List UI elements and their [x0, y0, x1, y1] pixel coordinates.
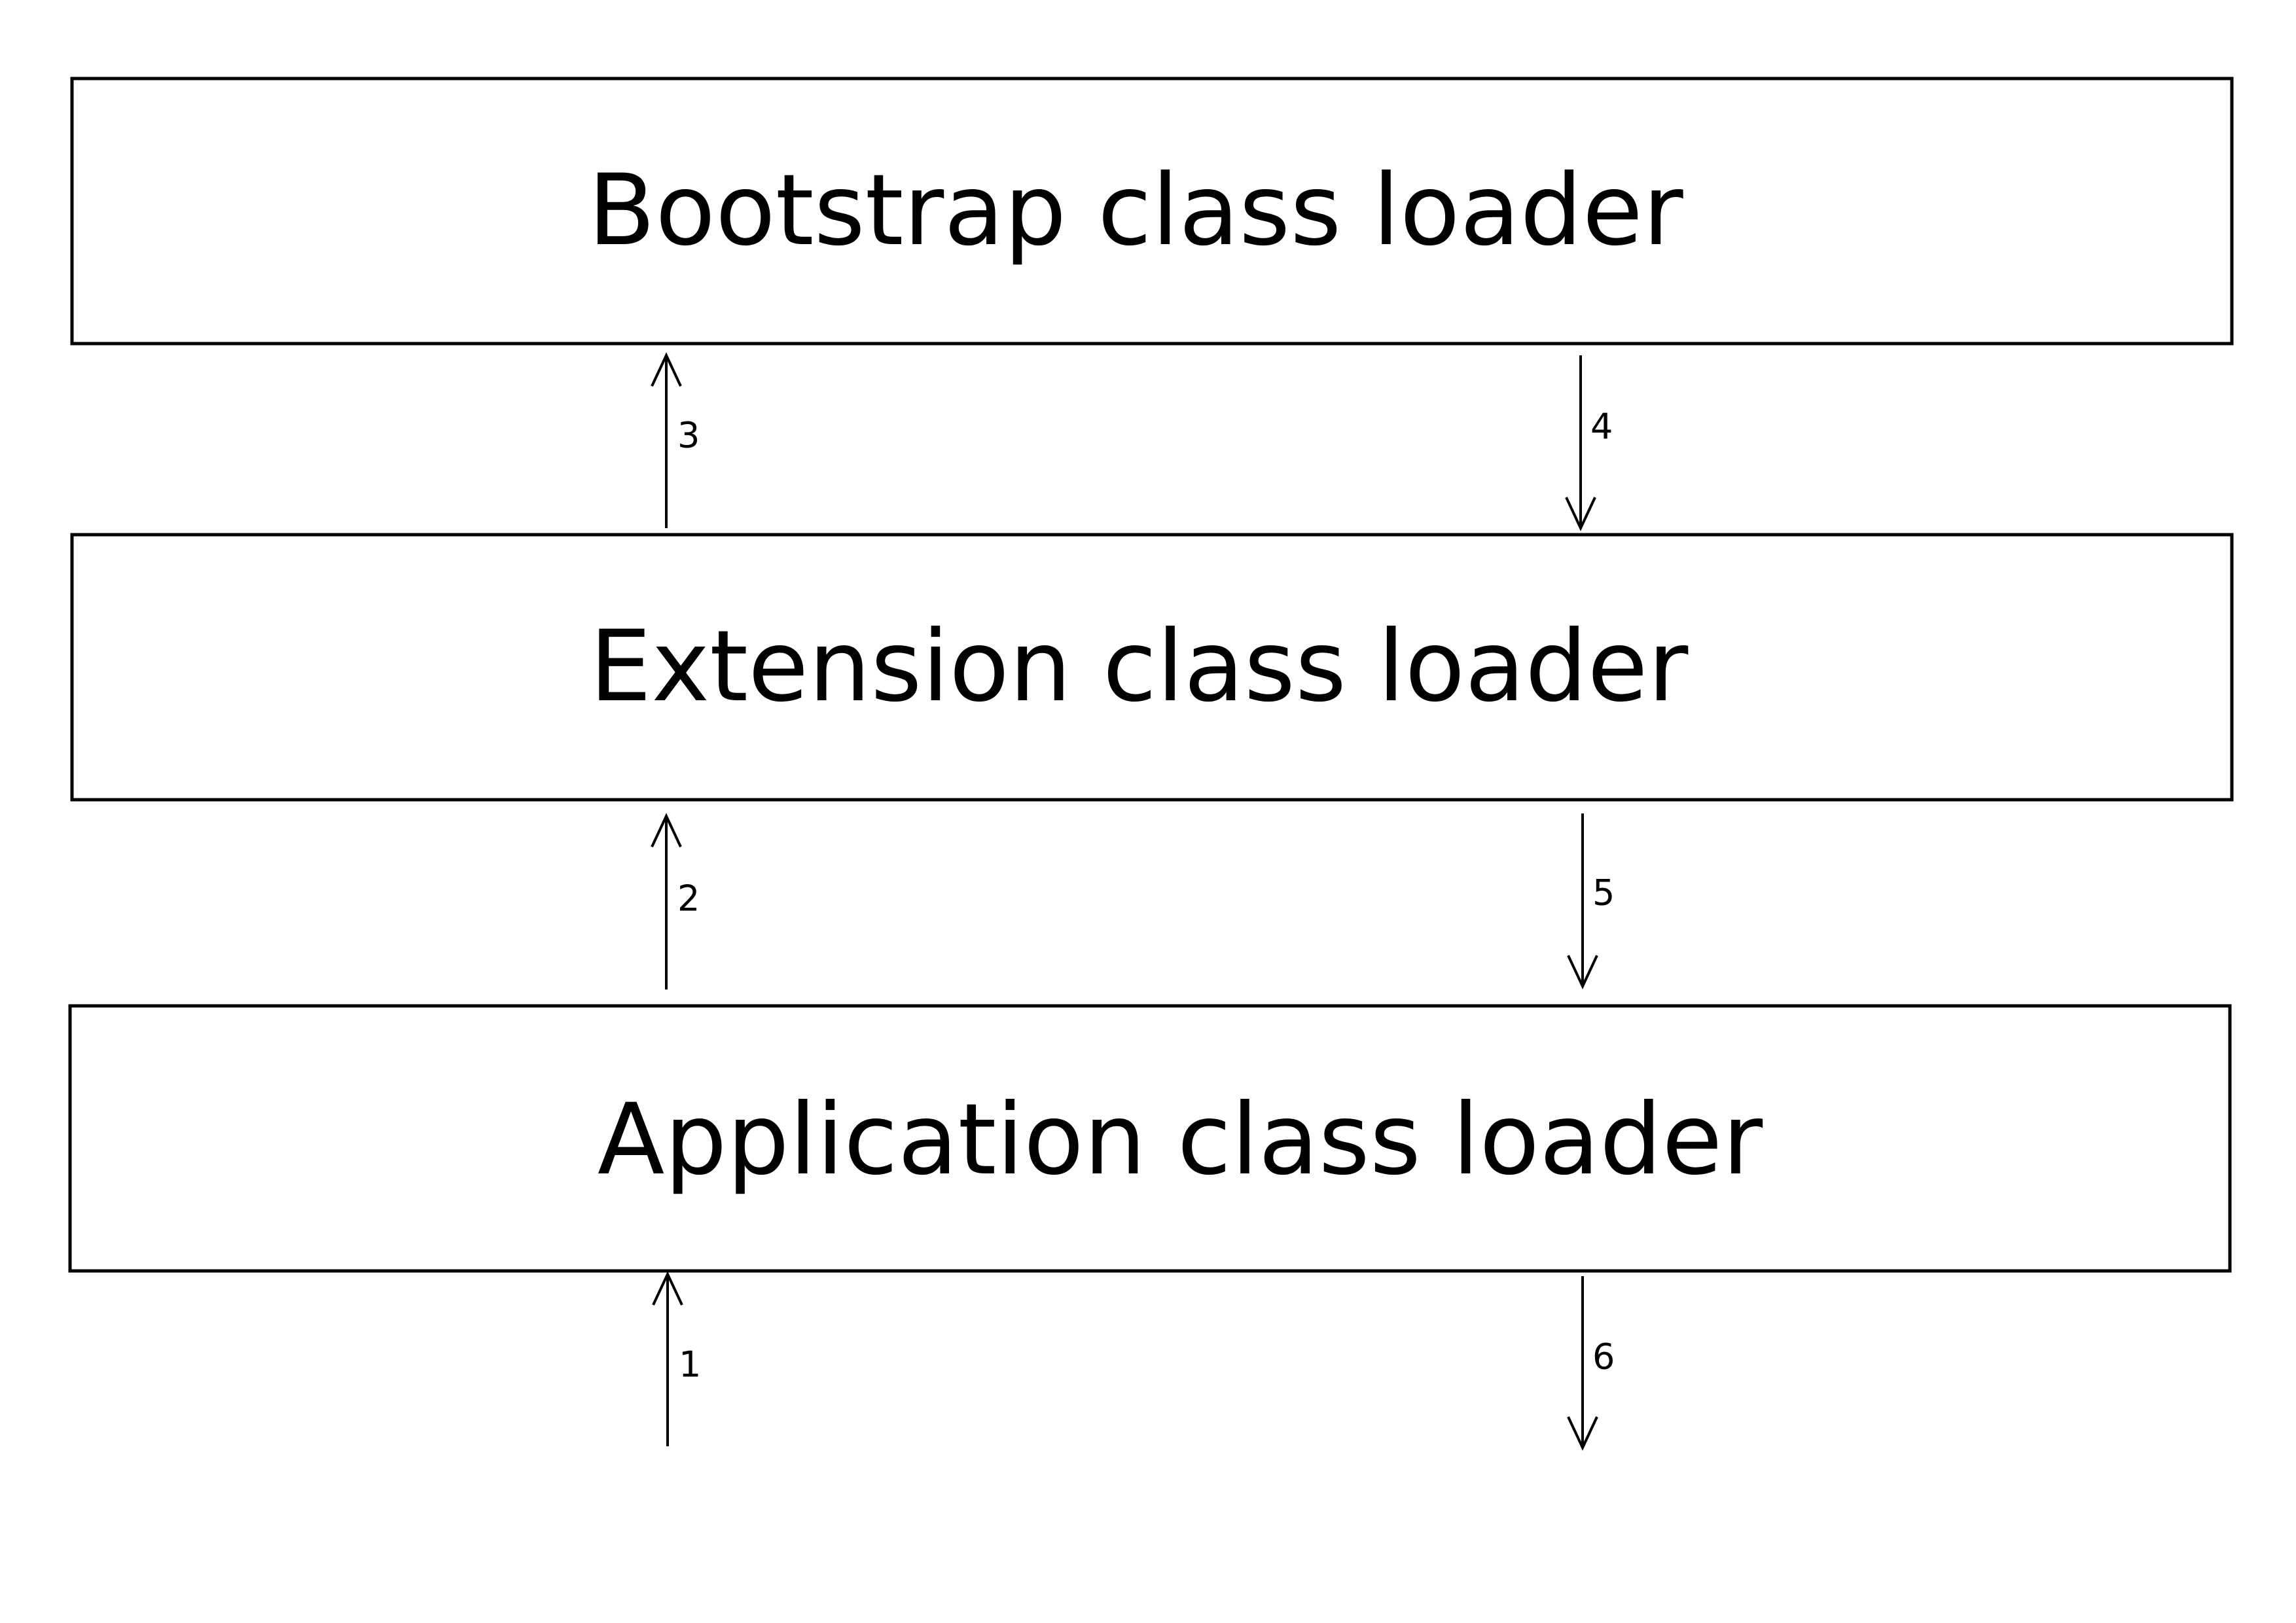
arrow-step-6: 6 — [1567, 1276, 1615, 1451]
step-2-label: 2 — [677, 878, 700, 919]
arrow-step-2: 2 — [651, 813, 700, 990]
arrow-down-head — [1565, 497, 1596, 531]
application-class-loader-box: Application class loader — [68, 1004, 2232, 1273]
application-class-loader-label: Application class loader — [598, 1083, 1763, 1197]
step-5-label: 5 — [1592, 872, 1615, 914]
arrow-step-4: 4 — [1565, 355, 1613, 531]
step-6-label: 6 — [1592, 1336, 1615, 1378]
step-3-label: 3 — [677, 415, 700, 456]
arrow-down-head — [1567, 955, 1598, 990]
extension-class-loader-label: Extension class loader — [590, 610, 1689, 724]
arrow-up-head — [651, 813, 682, 847]
bootstrap-class-loader-box: Bootstrap class loader — [70, 77, 2234, 346]
step-4-label: 4 — [1590, 406, 1613, 448]
arrow-up-head — [651, 352, 682, 387]
arrow-down-head — [1567, 1416, 1598, 1451]
bootstrap-class-loader-label: Bootstrap class loader — [588, 154, 1683, 268]
arrow-step-5: 5 — [1567, 813, 1615, 990]
step-1-label: 1 — [679, 1344, 701, 1385]
arrow-up-head — [652, 1271, 683, 1306]
arrow-step-3: 3 — [651, 352, 700, 528]
arrow-step-1: 1 — [652, 1271, 701, 1446]
extension-class-loader-box: Extension class loader — [70, 533, 2234, 802]
